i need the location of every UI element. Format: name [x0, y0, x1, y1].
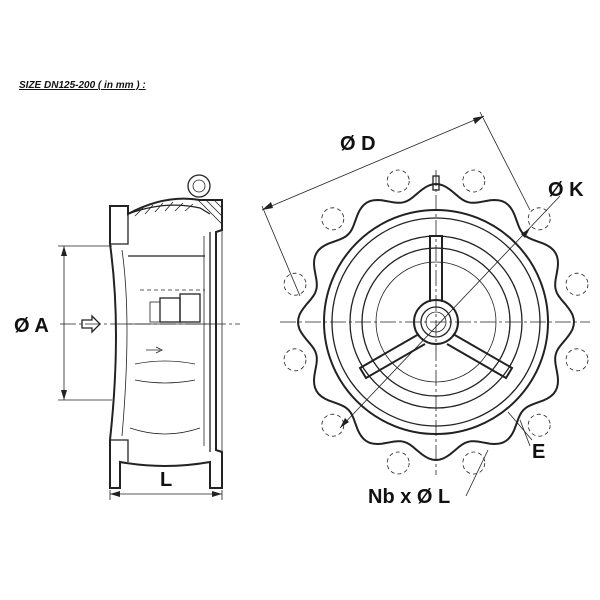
dim-d-line — [261, 115, 485, 211]
front-view: Ø D Ø K E Nb x Ø L — [261, 111, 590, 508]
label-diameter-k: Ø K — [548, 179, 584, 201]
bolt-hole — [462, 451, 486, 475]
size-title: SIZE DN125-200 ( in mm ) : — [19, 80, 146, 91]
bolt-hole — [527, 207, 551, 231]
spoke-top — [429, 235, 443, 302]
side-body-outline — [109, 197, 223, 489]
bolt-hole — [527, 413, 551, 437]
bolt-hole — [462, 169, 486, 193]
bolt-hole — [386, 169, 410, 193]
flange-outline — [296, 182, 576, 462]
bolt-hole — [386, 451, 410, 475]
label-diameter-d: Ø D — [340, 133, 376, 155]
bolt-hole — [565, 348, 589, 372]
bolt-hole — [283, 348, 307, 372]
bolt-holes — [283, 169, 589, 475]
spoke-right — [446, 333, 514, 380]
bolt-hole — [321, 413, 345, 437]
label-flange-e: E — [532, 441, 545, 463]
flow-arrow — [81, 314, 101, 334]
spoke-left — [358, 333, 426, 380]
label-length: L — [160, 469, 172, 491]
label-diameter-a: Ø A — [14, 315, 49, 337]
bolt-leader — [465, 449, 489, 497]
label-bolts: Nb x Ø L — [368, 486, 450, 508]
bolt-hole — [565, 272, 589, 296]
lifting-lug — [187, 174, 211, 198]
bolt-hole — [321, 207, 345, 231]
side-view: Ø A L — [14, 174, 240, 500]
bolt-hole — [283, 272, 307, 296]
